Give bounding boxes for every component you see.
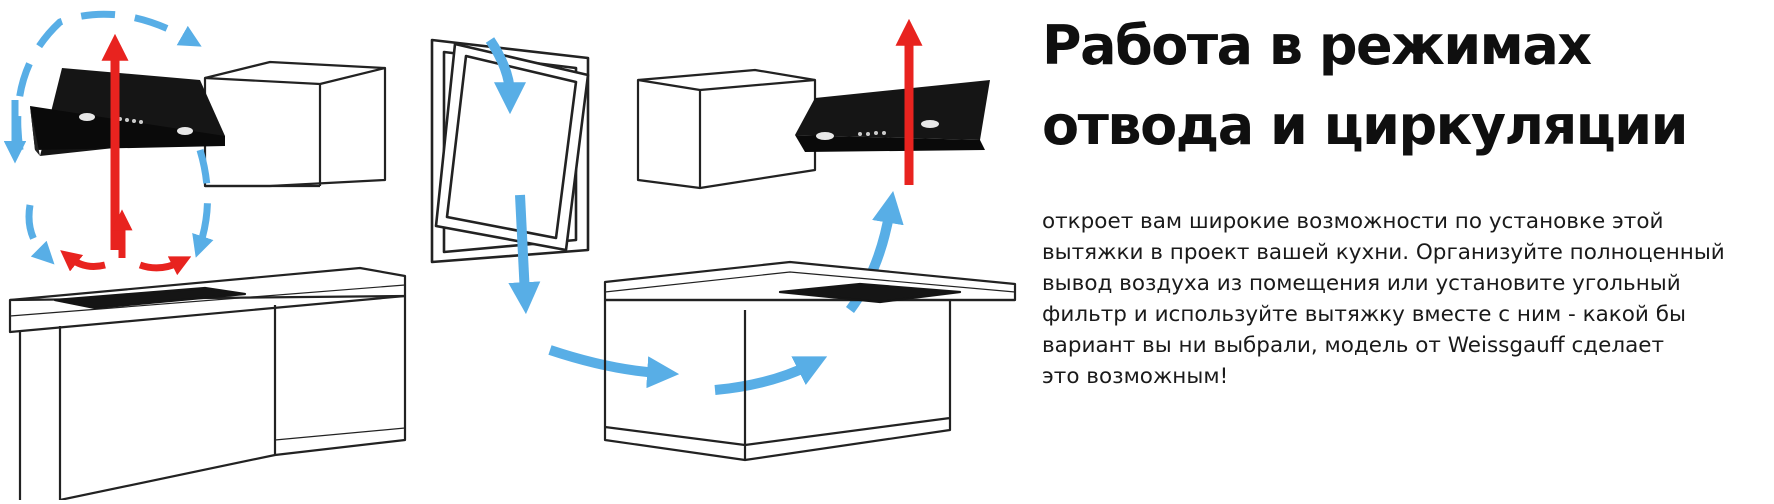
- right-wall-cabinet: [636, 68, 817, 190]
- headline: Работа в режимах отвода и циркуляции: [1042, 6, 1762, 166]
- description: откроет вам широкие возможности по устан…: [1042, 206, 1762, 392]
- description-line-3: вывод воздуха из помещения или установит…: [1042, 271, 1681, 296]
- description-line-5: вариант вы ни выбрали, модель от Weissga…: [1042, 333, 1665, 358]
- kitchen-hood-illustration: [3, 10, 1017, 502]
- description-line-4: фильтр и используйте вытяжку вместе с ни…: [1042, 302, 1686, 327]
- right-lower-cabinets: [603, 300, 952, 462]
- left-kitchen: [8, 60, 407, 502]
- window-frame: [430, 38, 590, 264]
- left-wall-cabinet: [203, 60, 387, 188]
- left-red-airflow-arrows: [60, 33, 192, 276]
- left-hood: [30, 68, 225, 156]
- description-line-6: это возможным!: [1042, 364, 1229, 389]
- headline-line-2: отвода и циркуляции: [1042, 94, 1688, 157]
- headline-line-1: Работа в режимах: [1042, 14, 1592, 77]
- text-panel: Работа в режимах отвода и циркуляции отк…: [1042, 6, 1762, 494]
- left-cooktop: [53, 286, 247, 310]
- right-hood: [795, 80, 990, 152]
- right-kitchen: [603, 68, 1017, 462]
- window-blue-airflow-arrows: [485, 37, 904, 395]
- description-line-1: откроет вам широкие возможности по устан…: [1042, 209, 1664, 234]
- left-blue-circulation-arrows: [3, 10, 214, 265]
- right-cooktop: [778, 282, 962, 304]
- left-lower-cabinets: [18, 296, 407, 502]
- description-line-2: вытяжки в проект вашей кухни. Организуйт…: [1042, 240, 1725, 265]
